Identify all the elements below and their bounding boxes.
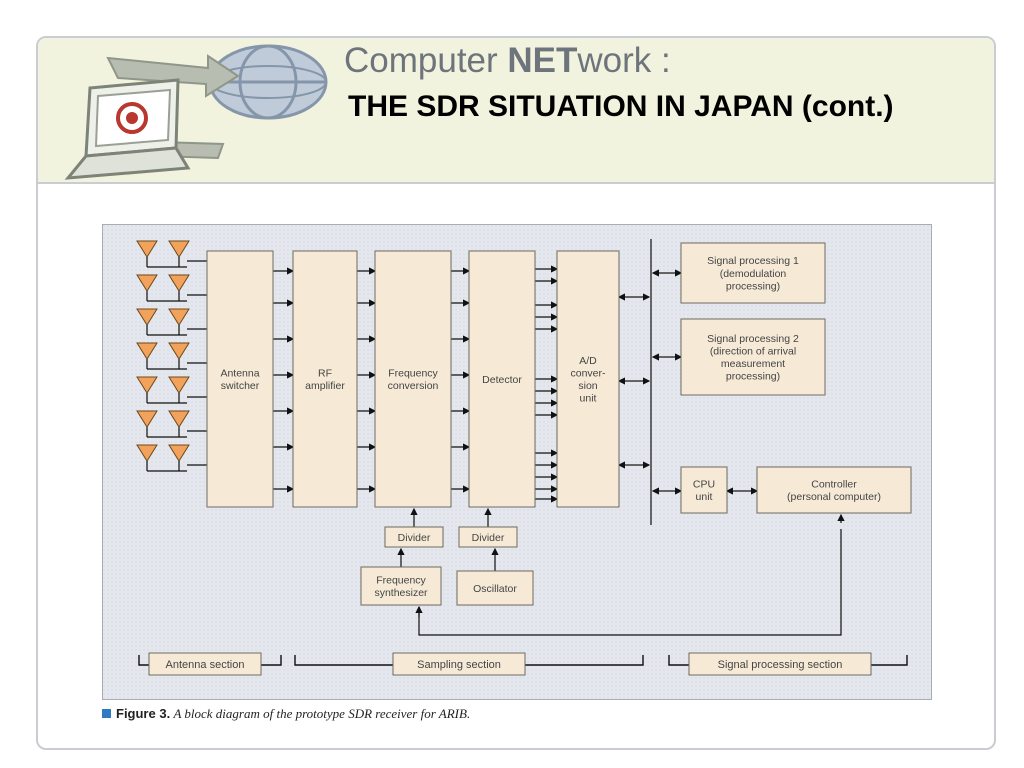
block-label: synthesizer [374, 587, 428, 599]
block-label: conversion [388, 380, 439, 392]
block-label: processing) [726, 280, 780, 292]
antenna-icon [136, 240, 158, 267]
antenna-icon [168, 240, 190, 267]
antenna-icon [136, 274, 158, 301]
antenna-icon [136, 376, 158, 403]
antenna-icon [136, 308, 158, 335]
header: Computer NETwork : THE SDR SITUATION IN … [38, 38, 994, 184]
block-label: measurement [721, 358, 785, 370]
section-antenna: Antenna section [138, 652, 282, 676]
antenna-icon [168, 308, 190, 335]
section-signal-processing: Signal processing section [668, 652, 908, 676]
section-brackets: Antenna section Sampling section Signal pr… [138, 652, 908, 676]
svg-text:Sampling section: Sampling section [417, 659, 501, 671]
block-label: (demodulation [720, 268, 787, 280]
block-divider-2: Divider [458, 526, 518, 548]
computer-network-logo-icon [64, 44, 328, 180]
block-label: CPU [693, 478, 715, 490]
block-label: unit [580, 393, 597, 405]
block-label: Divider [472, 532, 505, 544]
block-label: unit [696, 491, 713, 503]
control-loop-line [418, 529, 842, 636]
block-detector: Detector [468, 250, 536, 508]
block-label: Frequency [376, 574, 426, 586]
page-title: THE SDR SITUATION IN JAPAN (cont.) [348, 90, 894, 123]
antenna-icon [168, 376, 190, 403]
block-controller: Controller(personal computer) [756, 466, 912, 514]
svg-text:Signal processing section: Signal processing section [718, 659, 843, 671]
block-label: amplifier [305, 380, 345, 392]
block-divider-1: Divider [384, 526, 444, 548]
block-label: switcher [221, 380, 260, 392]
slide: Computer NETwork : THE SDR SITUATION IN … [36, 36, 996, 750]
block-label: (direction of arrival [710, 345, 796, 357]
caption-text: A block diagram of the prototype SDR rec… [173, 706, 471, 721]
block-label: RF [318, 367, 332, 379]
diagram-blocks: AntennaswitcherRFamplifierFrequencyconve… [206, 242, 912, 606]
block-label: Controller [811, 478, 857, 490]
antenna-icon [136, 444, 158, 471]
section-sampling: Sampling section [294, 652, 644, 676]
block-label: Antenna [220, 367, 259, 379]
svg-text:Antenna section: Antenna section [166, 659, 245, 671]
antenna-icon [136, 342, 158, 369]
caption-label: Figure 3. [116, 706, 171, 721]
sdr-block-diagram: AntennaswitcherRFamplifierFrequencyconve… [103, 225, 931, 699]
antenna-icon [136, 410, 158, 437]
block-label: processing) [726, 371, 780, 383]
antenna-icon [168, 410, 190, 437]
block-label: A/D [579, 355, 597, 367]
antenna-icon [168, 342, 190, 369]
figure-caption: Figure 3. A block diagram of the prototy… [102, 706, 470, 722]
block-label: Oscillator [473, 583, 517, 595]
block-label: Divider [398, 532, 431, 544]
connector-lines [187, 239, 845, 636]
antenna-icon [168, 274, 190, 301]
block-label: Signal processing 2 [707, 333, 799, 345]
caption-marker-icon [102, 709, 111, 718]
block-label: (personal computer) [787, 491, 881, 503]
block-label: sion [578, 380, 597, 392]
block-oscillator: Oscillator [456, 570, 534, 606]
block-signal-processing-1: Signal processing 1(demodulationprocessi… [680, 242, 826, 304]
antenna-icon [168, 444, 190, 471]
block-label: Signal processing 1 [707, 255, 799, 267]
block-signal-processing-2: Signal processing 2(direction of arrival… [680, 318, 826, 396]
block-label: conver- [570, 367, 606, 379]
antenna-array [136, 240, 190, 472]
block-label: Detector [482, 374, 522, 386]
brand-title: Computer NETwork : [344, 41, 671, 80]
block-label: Frequency [388, 367, 438, 379]
